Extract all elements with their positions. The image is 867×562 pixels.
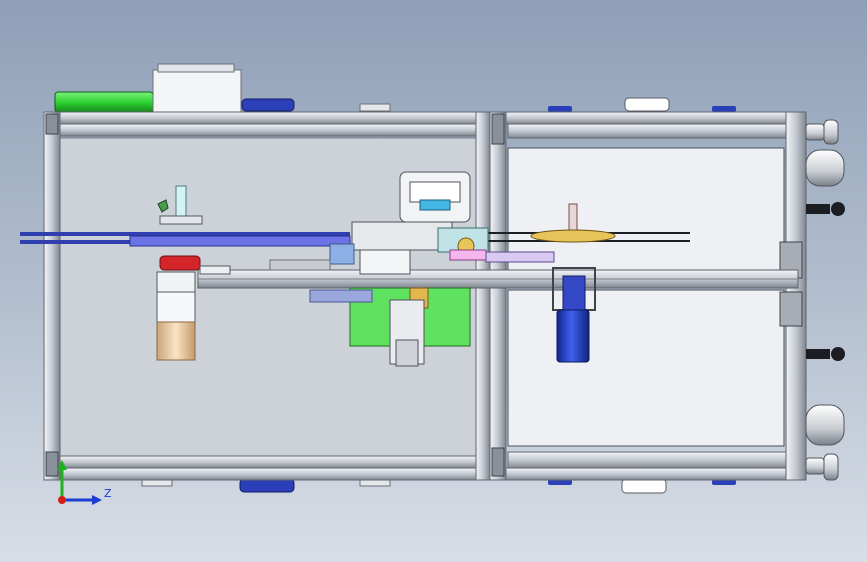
right-side-knobs	[805, 119, 845, 481]
top-accessories	[54, 63, 736, 113]
right-spindle-assembly	[530, 203, 616, 363]
triad-z-label: Z	[104, 487, 112, 500]
central-mechanism	[269, 171, 555, 367]
coordinate-triad-icon: Z	[57, 460, 112, 505]
left-spindle-assembly	[156, 185, 231, 361]
bottom-accessories	[141, 478, 736, 494]
